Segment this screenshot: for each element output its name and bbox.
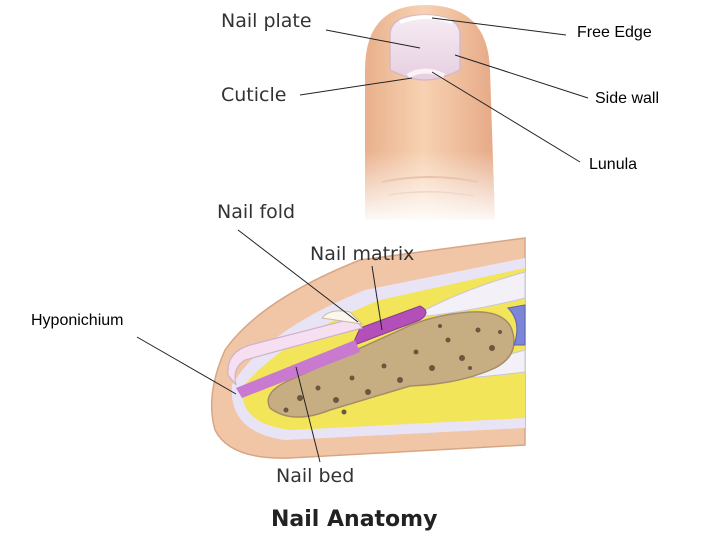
nail-plate-section: [227, 317, 363, 386]
cuticle-section: [321, 310, 364, 325]
label-hyponichium: Hyponichium: [31, 312, 124, 329]
label-nail-fold: Nail fold: [217, 201, 296, 223]
leader-nail-plate: [325, 29, 421, 49]
leader-side-wall: [454, 54, 589, 99]
section-bone: [267, 311, 515, 418]
leader-lines: [136, 17, 589, 463]
label-nail-bed: Nail bed: [276, 465, 355, 487]
nail-bed-shape: [236, 340, 360, 398]
joint-shape: [506, 304, 526, 346]
nail-matrix-shape: [351, 305, 427, 347]
leader-nail-matrix: [371, 265, 383, 331]
label-nail-matrix: Nail matrix: [310, 243, 415, 265]
label-lunula: Lunula: [589, 156, 638, 173]
leader-hyponichium: [136, 336, 237, 395]
leader-free-edge: [431, 17, 567, 36]
finger-fade: [360, 150, 500, 225]
leader-cuticle: [299, 77, 413, 96]
leader-lunula: [431, 71, 581, 163]
label-cuticle: Cuticle: [221, 84, 287, 106]
free-edge-shape: [399, 15, 453, 24]
finger-cross-section: [210, 237, 526, 459]
lunula-shape: [406, 68, 446, 79]
nail-plate-shape: [389, 14, 461, 81]
diagram-title: Nail Anatomy: [271, 507, 438, 532]
label-nail-plate: Nail plate: [221, 10, 312, 32]
bone-spots: [283, 324, 502, 415]
label-free-edge: Free Edge: [577, 24, 652, 41]
finger-top-view: [360, 5, 500, 225]
leader-nail-bed: [295, 366, 321, 463]
leader-nail-fold: [237, 229, 359, 323]
label-side-wall: Side wall: [595, 90, 660, 107]
